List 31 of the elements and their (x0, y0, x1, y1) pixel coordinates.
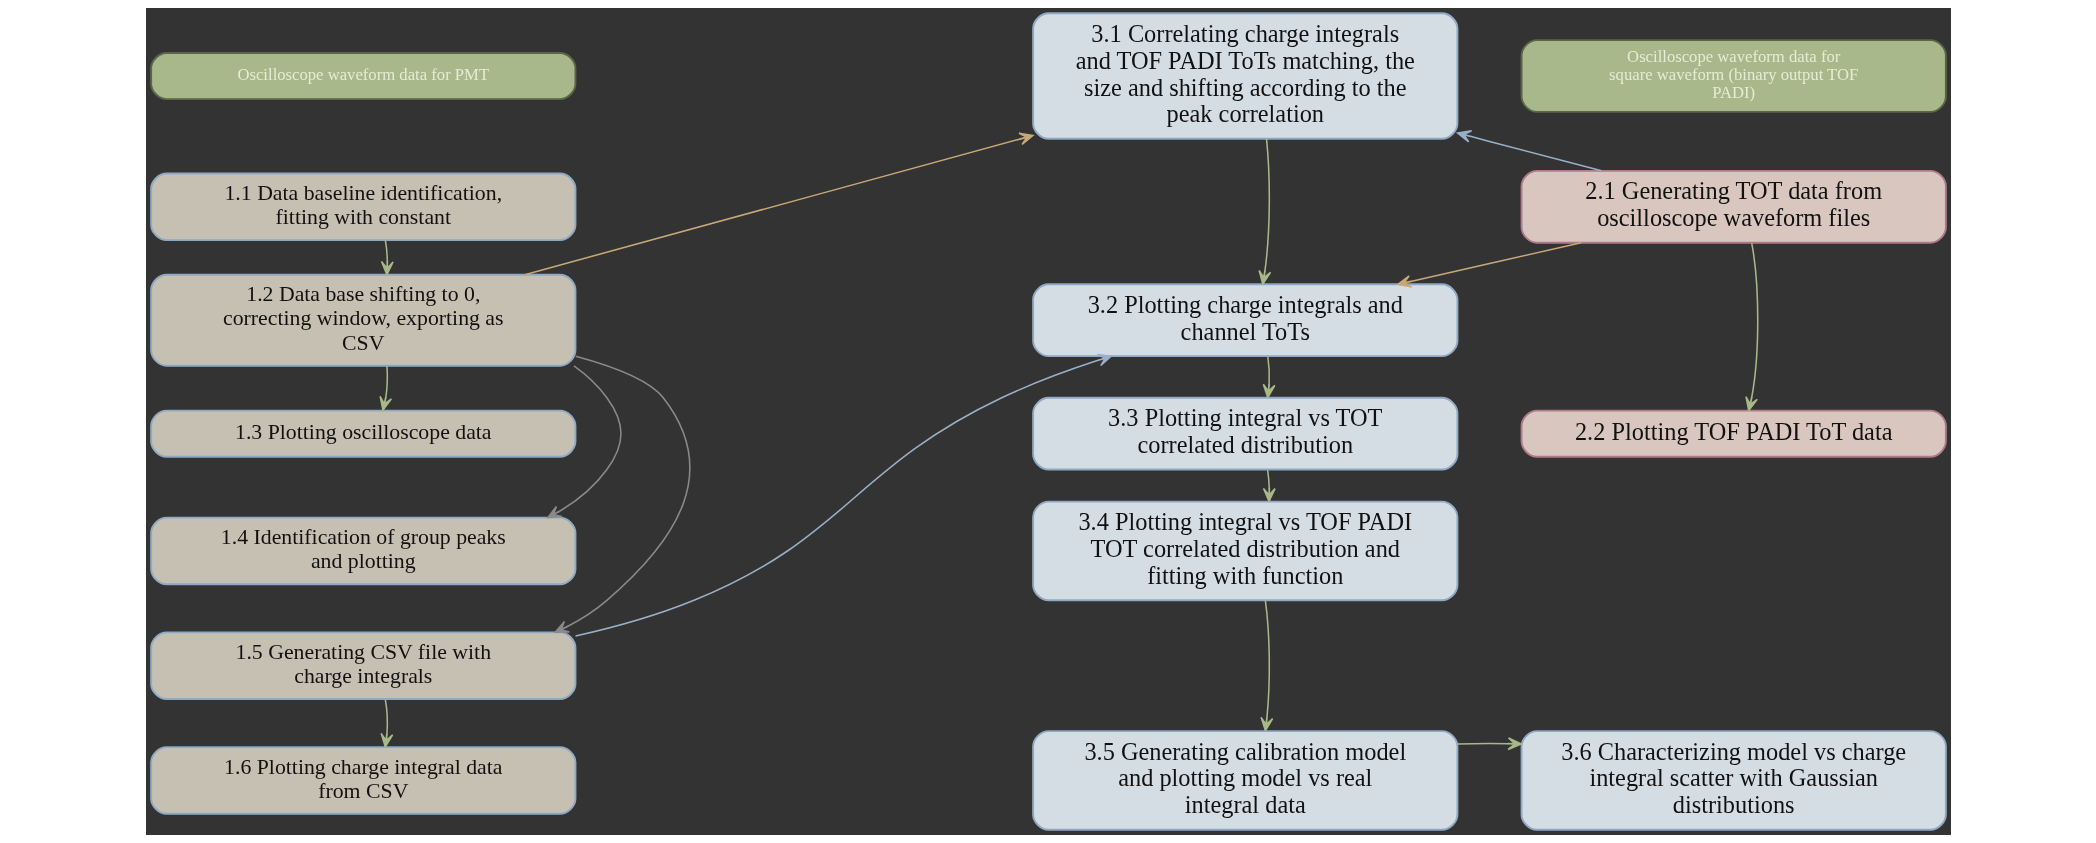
node-box: 3.4 Plotting integral vs TOF PADI TOT correlated distribution and fitting with function (1031, 500, 1458, 602)
arrow (378, 365, 392, 411)
node-box: 1.6 Plotting charge integral data from CSV (149, 746, 576, 815)
arrow (380, 239, 394, 276)
arrow (554, 355, 691, 634)
node-box: 1.5 Generating CSV file with charge integrals (149, 631, 576, 700)
node-box: 3.6 Characterizing model vs charge integral scatter with Gaussian distributions (1520, 730, 1947, 831)
arrow (1262, 469, 1276, 503)
arrow (574, 353, 1112, 637)
node-box: 3.2 Plotting charge integrals and channel ToTs (1031, 283, 1458, 358)
node-box: 3.3 Plotting integral vs TOT correlated distribution (1031, 396, 1458, 471)
node-box: 1.4 Identification of group peaks and plotting (149, 516, 576, 586)
arrow (546, 365, 622, 519)
arrow (1259, 599, 1273, 732)
arrow (523, 132, 1034, 276)
node-box: 3.5 Generating calibration model and plotting model vs real integral data (1031, 730, 1458, 831)
node-box: Oscilloscope waveform data for PMT (149, 52, 576, 101)
arrow (1262, 355, 1276, 399)
node-box: 2.2 Plotting TOF PADI ToT data (1520, 409, 1947, 458)
arrow (379, 698, 393, 748)
node-box: 2.1 Generating TOT data from oscilloscope waveform files (1520, 169, 1947, 244)
arrow (1396, 241, 1582, 288)
arrow (1257, 138, 1271, 285)
arrow (1456, 129, 1602, 172)
arrow (1744, 242, 1758, 412)
arrow (1456, 737, 1522, 751)
node-box: 1.3 Plotting oscilloscope data (149, 409, 576, 458)
node-box: Oscilloscope waveform data for square waveform (binary output TOF PADI) (1520, 39, 1947, 113)
node-box: 1.2 Data base shifting to 0, correcting window, exporting as CSV (149, 273, 576, 367)
node-box: 1.1 Data baseline identification, fitting with constant (149, 172, 576, 242)
node-box: 3.1 Correlating charge integrals and TOF PADI ToTs matching, the size and shifting according to the peak correlation (1031, 12, 1458, 140)
